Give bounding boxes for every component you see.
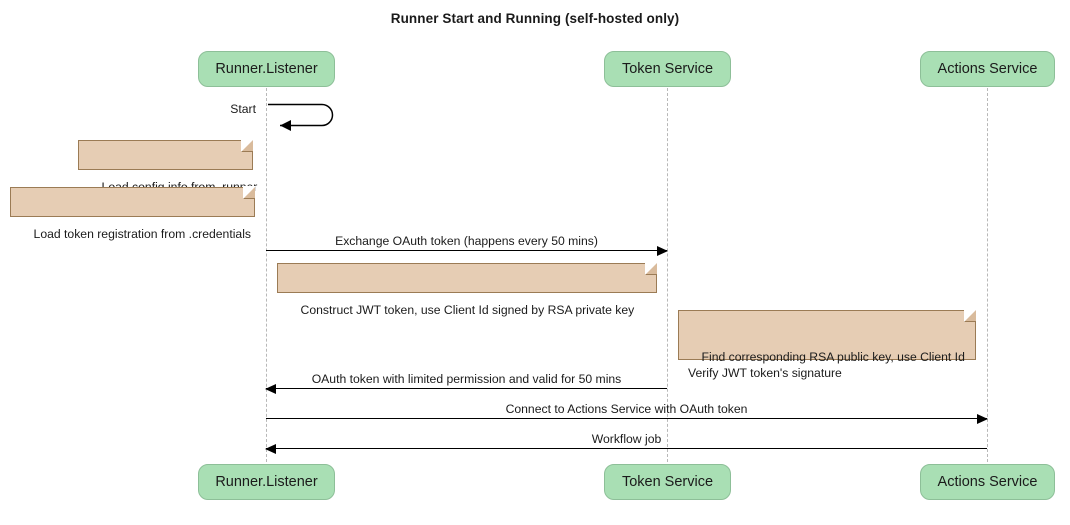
participant-runner-listener-bottom[interactable]: Runner.Listener: [198, 464, 335, 500]
arrowhead-left-icon: [265, 384, 276, 394]
arrowhead-left-icon: [265, 444, 276, 454]
note-fold-corner-icon: [241, 139, 254, 152]
note-verify-jwt-signature: Find corresponding RSA public key, use C…: [678, 309, 977, 380]
participant-label: Runner.Listener: [215, 474, 318, 490]
participant-runner-listener-top[interactable]: Runner.Listener: [198, 51, 335, 87]
lifeline-token-service: [667, 88, 668, 462]
note-load-token-registration: Load token registration from .credential…: [10, 186, 256, 241]
message-label-exchange-oauth-token: Exchange OAuth token (happens every 50 m…: [335, 234, 598, 248]
participant-label: Token Service: [621, 61, 714, 77]
participant-token-service-bottom[interactable]: Token Service: [604, 464, 731, 500]
message-label-start: Start: [230, 102, 256, 116]
arrowhead-right-icon: [657, 246, 668, 256]
message-arrow-workflow-job: [265, 444, 987, 454]
message-label-connect-to-actions-service: Connect to Actions Service with OAuth to…: [505, 402, 748, 416]
note-fold-corner-icon: [243, 186, 256, 199]
lifeline-runner-listener: [266, 88, 267, 462]
note-text: Load token registration from .credential…: [33, 227, 252, 241]
participant-token-service-top[interactable]: Token Service: [604, 51, 731, 87]
message-arrow-start: [262, 99, 344, 131]
participant-label: Token Service: [621, 474, 714, 490]
note-load-config-info: Load config info from .runner: [78, 139, 257, 194]
note-construct-jwt-token: Construct JWT token, use Client Id signe…: [277, 262, 658, 317]
note-fold-corner-icon: [964, 309, 977, 322]
arrowhead-right-icon: [977, 414, 988, 424]
note-text: Find corresponding RSA public key, use C…: [688, 350, 965, 380]
participant-label: Actions Service: [937, 474, 1038, 490]
participant-label: Runner.Listener: [215, 61, 318, 77]
message-arrow-connect-to-actions-service: [266, 414, 988, 424]
message-arrow-exchange-oauth-token: [266, 246, 668, 256]
message-arrow-oauth-token-reply: [265, 384, 667, 394]
participant-actions-service-bottom[interactable]: Actions Service: [920, 464, 1055, 500]
message-label-workflow-job: Workflow job: [591, 432, 662, 446]
lifeline-actions-service: [987, 88, 988, 462]
note-text: Construct JWT token, use Client Id signe…: [300, 303, 635, 317]
participant-label: Actions Service: [937, 61, 1038, 77]
message-label-oauth-token-reply: OAuth token with limited permission and …: [311, 372, 622, 386]
note-fold-corner-icon: [645, 262, 658, 275]
diagram-title: Runner Start and Running (self-hosted on…: [390, 11, 680, 26]
participant-actions-service-top[interactable]: Actions Service: [920, 51, 1055, 87]
